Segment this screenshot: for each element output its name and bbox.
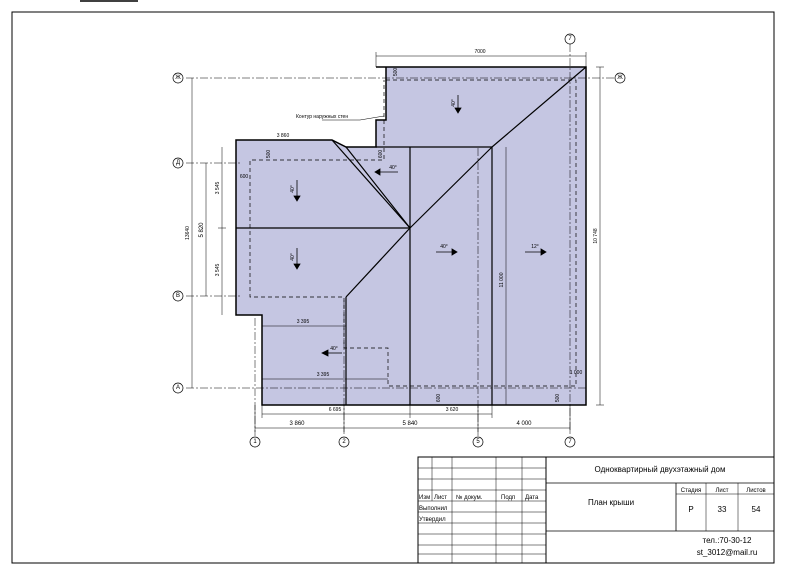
dim-left-a: 3 545 (215, 182, 221, 195)
dim-inner-h4: 3 620 (446, 407, 459, 413)
axis-bubble-7-top: 7 (564, 33, 576, 45)
sheet-value: 33 (718, 505, 727, 514)
svg-text:А: А (176, 385, 180, 391)
dim-small-d: 600 (378, 150, 384, 159)
wall-contour-callout: Контур наружных стен (296, 114, 385, 121)
axis-bubble-Zh: Ж (172, 72, 184, 84)
stage-label: Стадия (681, 488, 701, 494)
svg-text:Ж: Ж (617, 75, 623, 81)
slope-label-5: 40° (330, 346, 338, 352)
slope-label-3: 40° (290, 253, 296, 261)
slope-label-4: 40° (440, 244, 448, 250)
row-vypolnil: Выполнил (419, 506, 448, 512)
sheets-label: Листов (746, 488, 766, 494)
svg-text:7: 7 (568, 36, 572, 42)
header-data: Дата (525, 495, 539, 501)
contact-email: st_3012@mail.ru (697, 548, 758, 557)
dim-small-e: 1 000 (570, 370, 583, 376)
header-ndoc: № докум. (456, 494, 483, 501)
svg-text:Контур наружных стен: Контур наружных стен (296, 114, 348, 120)
axis-bubble-D: Д (172, 157, 184, 169)
slope-label-1: 40° (451, 99, 457, 107)
dim-small-c: 600 (240, 174, 249, 180)
axis-bubble-A: А (172, 382, 184, 394)
slope-label-6: 40° (389, 165, 397, 171)
project-title: Одноквартирный двухэтажный дом (595, 465, 726, 474)
svg-text:7: 7 (568, 439, 572, 445)
title-block (417, 456, 775, 564)
dim-inner-h3: 6 695 (329, 407, 342, 413)
dim-small-a: 500 (393, 68, 399, 77)
dim-bottom-2: 5 840 (402, 421, 418, 427)
axis-bubble-1: 1 (249, 436, 261, 448)
roof-ridges (236, 66, 587, 405)
dim-bottom-1: 3 860 (289, 421, 305, 427)
axis-bubble-V: В (172, 290, 184, 302)
dim-small-f: 600 (436, 394, 442, 403)
stage-value: Р (688, 505, 693, 514)
dimension-lines (191, 52, 604, 432)
dim-small-g: 500 (555, 394, 561, 403)
sheet-title: План крыши (588, 498, 634, 507)
dim-top-width: 7000 (474, 49, 485, 55)
slope-label-8: 12° (531, 244, 539, 250)
svg-text:2: 2 (342, 439, 346, 445)
roof-outline (235, 66, 587, 406)
svg-text:В: В (176, 293, 180, 299)
header-list: Лист (434, 495, 447, 501)
row-utverdil: Утвердил (419, 517, 446, 523)
dim-inner-h2: 3 395 (317, 372, 330, 378)
axis-bubble-7: 7 (564, 436, 576, 448)
dim-bottom-3: 4 000 (516, 421, 532, 427)
dim-left-total: 13640 (185, 226, 191, 240)
sheet-label: Лист (715, 488, 728, 494)
header-podp: Подп (501, 495, 515, 501)
contact-phone: тел.:70-30-12 (703, 536, 752, 545)
dim-right-total: 10 748 (593, 228, 599, 244)
axis-bubble-2: 2 (338, 436, 350, 448)
dim-inner-vertical: 11 000 (499, 272, 505, 287)
dim-left-mid: 5 820 (199, 222, 205, 238)
axis-bubble-5: 5 (472, 436, 484, 448)
axis-bubble-Zh-right: Ж (614, 72, 626, 84)
header-izm: Изм (419, 495, 430, 501)
dim-upper-wing: 3 860 (277, 133, 290, 139)
dim-left-b: 3 545 (215, 264, 221, 277)
svg-text:1: 1 (253, 439, 257, 445)
svg-text:Д: Д (176, 160, 180, 166)
svg-text:5: 5 (476, 439, 480, 445)
dim-inner-h1: 3 395 (297, 319, 310, 325)
sheets-value: 54 (752, 505, 761, 514)
sheet-frame (11, 11, 775, 564)
dim-small-b: 500 (266, 150, 272, 159)
slope-arrows (293, 95, 547, 357)
slope-label-2: 40° (290, 185, 296, 193)
svg-text:Ж: Ж (175, 75, 181, 81)
